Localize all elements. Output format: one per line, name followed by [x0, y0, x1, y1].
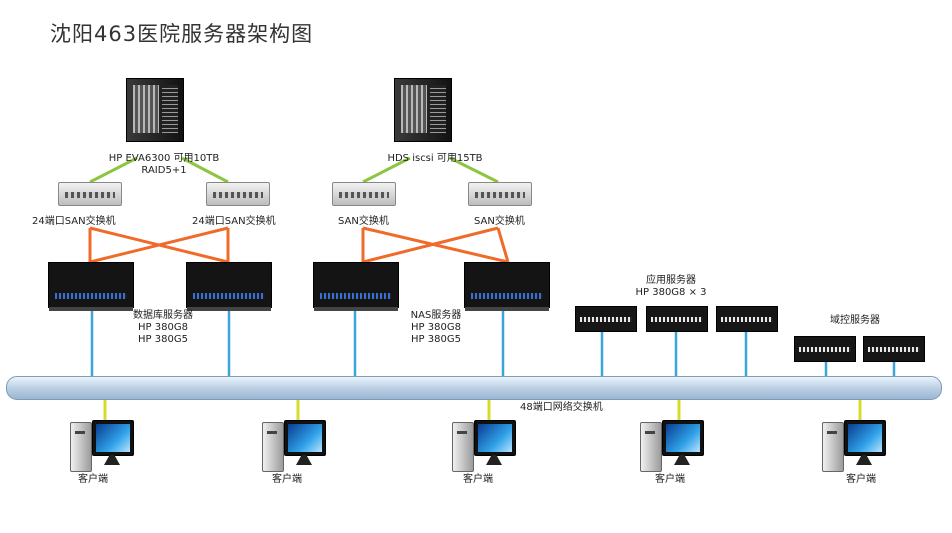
mini-server-icon	[794, 336, 856, 362]
nas-server-line2: HP 380G5	[411, 334, 461, 345]
db-server-line1: HP 380G8	[138, 322, 188, 333]
desktop-pc-icon	[262, 418, 328, 474]
desktop-pc-icon	[640, 418, 706, 474]
storage-link	[89, 156, 138, 184]
mini-server-icon	[646, 306, 708, 332]
san-switch-label: SAN交换机	[338, 216, 389, 227]
app-server-label: 应用服务器 HP 380G8 × 3	[626, 275, 716, 299]
mini-server-icon	[716, 306, 778, 332]
page-title: 沈阳463医院服务器架构图	[50, 22, 314, 46]
rack-server-icon	[464, 262, 550, 311]
db-server-label: 数据库服务器 HP 380G8 HP 380G5	[122, 310, 204, 346]
storage-label: HP EVA6300 可用10TB RAID5+1	[104, 153, 224, 177]
san-switch-icon	[58, 182, 122, 206]
lan-links	[90, 306, 896, 376]
nas-server-label: NAS服务器 HP 380G8 HP 380G5	[398, 310, 474, 346]
san-link	[496, 227, 510, 263]
san-switch-label: 24端口SAN交换机	[192, 216, 276, 227]
client-label: 客户端	[463, 474, 493, 485]
storage-link	[449, 156, 499, 184]
san-switch-icon	[206, 182, 270, 206]
rack-server-icon	[48, 262, 134, 311]
desktop-pc-icon	[822, 418, 888, 474]
app-server-spec: HP 380G8 × 3	[635, 287, 707, 298]
domain-server-label: 域控服务器	[830, 315, 880, 326]
storage-link	[181, 156, 229, 184]
client-label: 客户端	[78, 474, 108, 485]
rack-server-icon	[313, 262, 399, 311]
storage-rack-icon	[394, 78, 452, 142]
client-label: 客户端	[655, 474, 685, 485]
storage-rack-icon	[126, 78, 184, 142]
app-server-name: 应用服务器	[646, 275, 696, 286]
nas-server-line1: HP 380G8	[411, 322, 461, 333]
network-switch-label: 48端口网络交换机	[520, 402, 603, 413]
storage-label-line1: HP EVA6300 可用10TB	[108, 153, 220, 164]
db-server-name: 数据库服务器	[133, 310, 193, 321]
network-switch-bus	[6, 376, 942, 400]
client-links	[103, 398, 862, 420]
nas-server-name: NAS服务器	[410, 310, 462, 321]
rack-server-icon	[186, 262, 272, 311]
san-links	[88, 226, 510, 264]
desktop-pc-icon	[452, 418, 518, 474]
storage-label-line2: RAID5+1	[141, 165, 187, 176]
san-switch-label: 24端口SAN交换机	[32, 216, 116, 227]
mini-server-icon	[575, 306, 637, 332]
san-switch-icon	[332, 182, 396, 206]
storage-links	[89, 156, 499, 184]
san-switch-label: SAN交换机	[474, 216, 525, 227]
storage-label: HDS iscsi 可用15TB	[380, 153, 490, 165]
client-label: 客户端	[272, 474, 302, 485]
san-link	[362, 226, 499, 264]
mini-server-icon	[863, 336, 925, 362]
desktop-pc-icon	[70, 418, 136, 474]
storage-link	[362, 156, 411, 184]
san-link	[89, 226, 229, 264]
db-server-line2: HP 380G5	[138, 334, 188, 345]
storage-label-line1: HDS iscsi 可用15TB	[387, 153, 483, 164]
client-label: 客户端	[846, 474, 876, 485]
san-switch-icon	[468, 182, 532, 206]
